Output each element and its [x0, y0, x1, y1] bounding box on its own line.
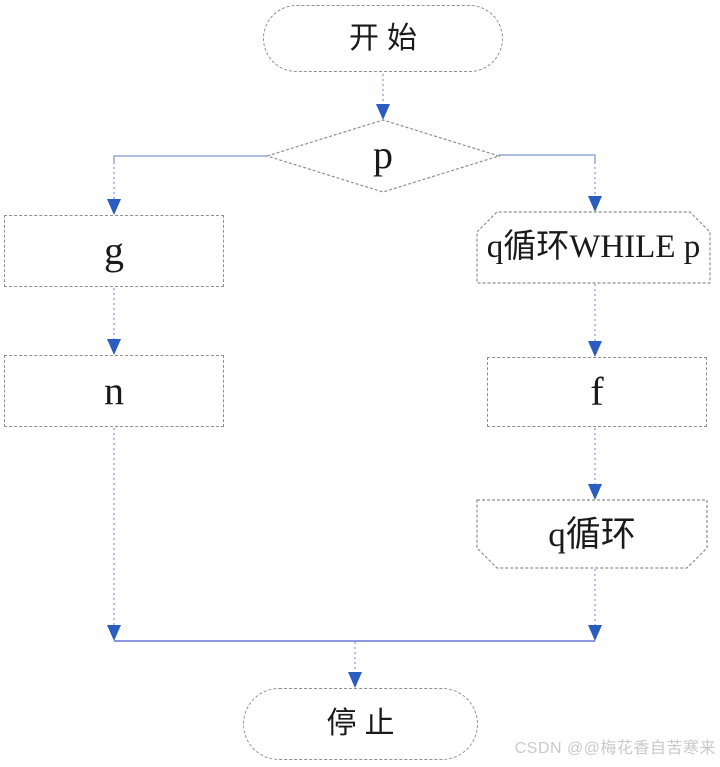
start-node: 开始 — [263, 5, 503, 72]
csdn-watermark: CSDN @@梅花香自苦寒来 — [514, 740, 716, 757]
arrowhead-into-n — [107, 339, 121, 355]
arrowhead-right-join — [588, 625, 602, 641]
process-node-g-label: g — [104, 228, 124, 273]
stop-node-label: 停止 — [326, 707, 403, 740]
process-node-g: g — [4, 215, 224, 287]
arrowhead-into-decision — [376, 104, 390, 120]
loop-end-shape — [476, 499, 708, 569]
loop-while-shape — [476, 211, 711, 284]
arrowhead-into-while — [588, 196, 602, 212]
arrowhead-into-loopend — [588, 484, 602, 500]
process-node-f-label: f — [590, 369, 604, 414]
process-node-f: f — [487, 357, 707, 427]
stop-node: 停止 — [243, 688, 478, 760]
arrowhead-into-f — [588, 341, 602, 357]
arrowhead-left-join — [107, 625, 121, 641]
arrowhead-into-g — [107, 199, 121, 215]
arrowhead-into-stop — [348, 672, 362, 688]
edge-decision-right-corner — [499, 154, 596, 162]
decision-diamond-shape — [264, 119, 502, 193]
process-node-n-label: n — [104, 368, 124, 413]
process-node-n: n — [4, 355, 224, 427]
edge-decision-left-corner — [113, 155, 267, 162]
start-node-label: 开始 — [349, 21, 425, 55]
